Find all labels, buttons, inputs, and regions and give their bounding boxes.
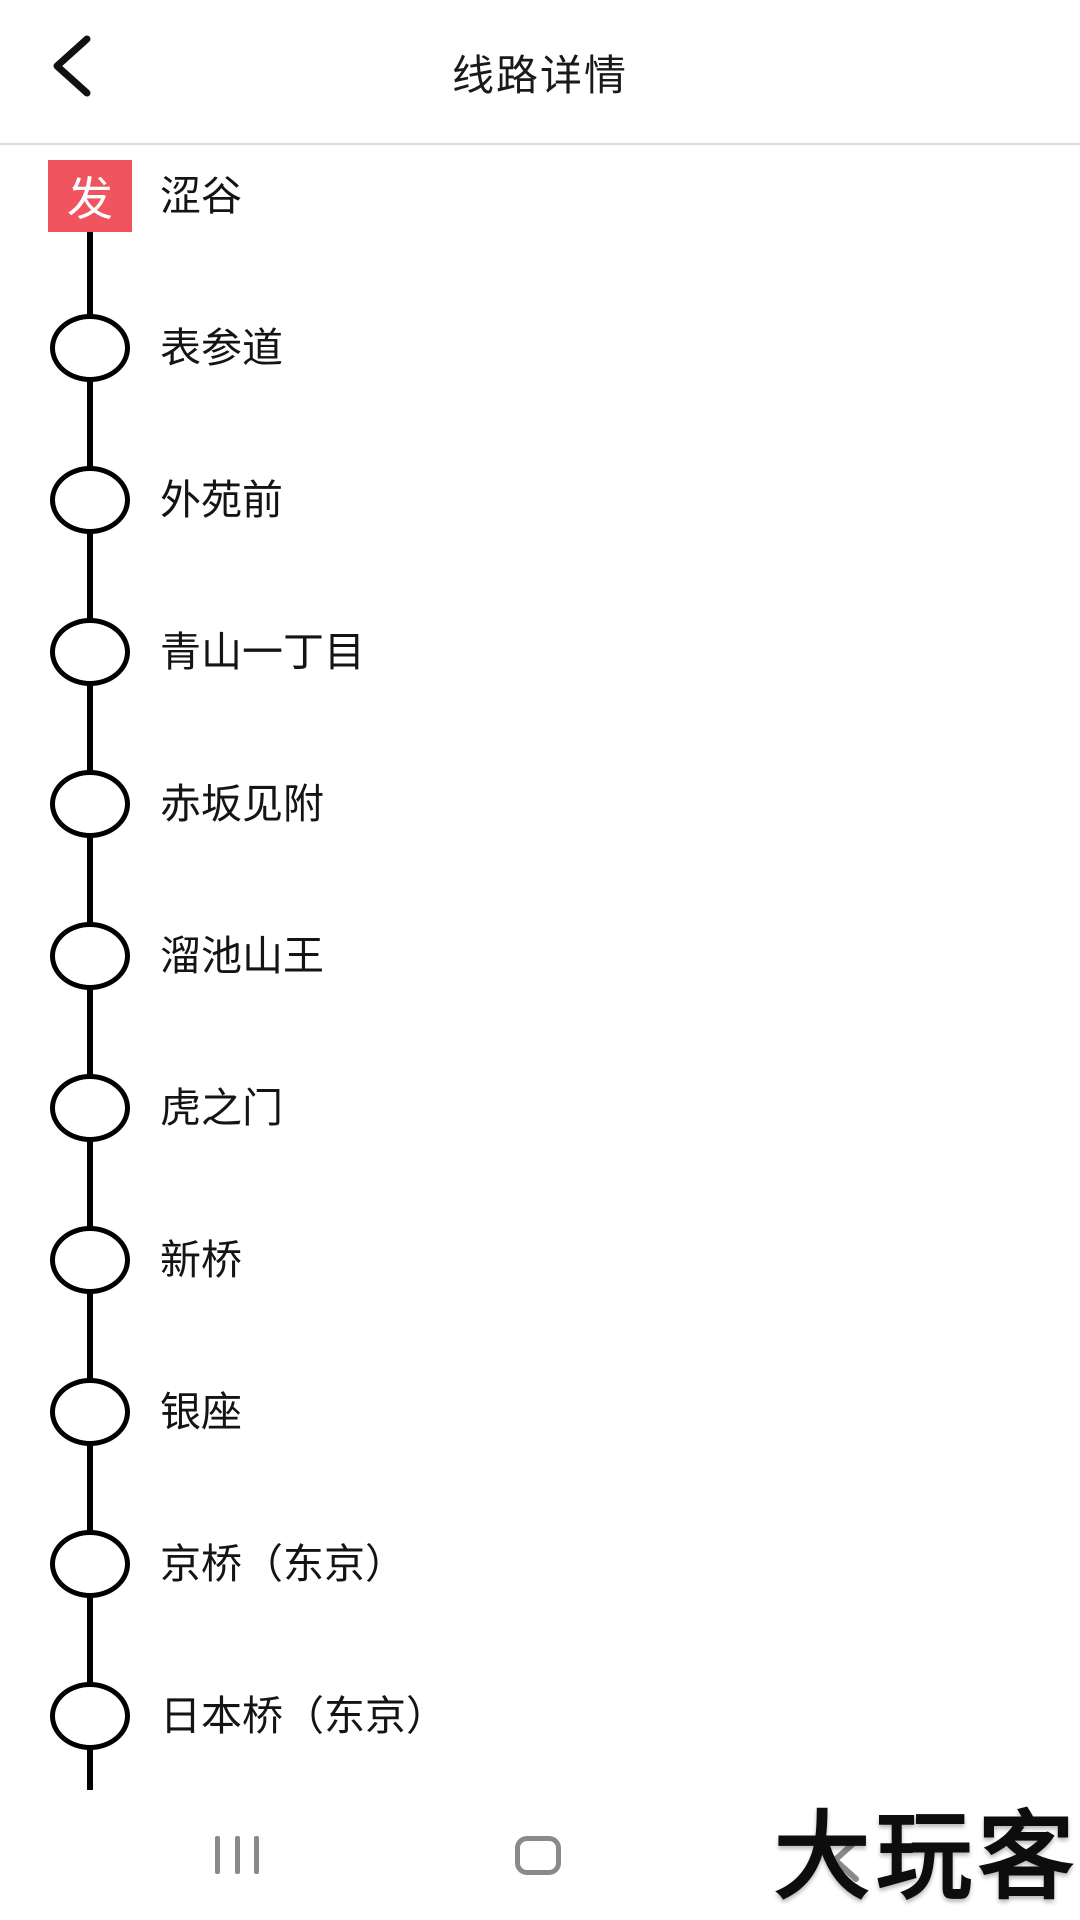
recents-icon	[215, 1836, 220, 1874]
station-name: 虎之门	[160, 1085, 283, 1131]
station-marker	[48, 1072, 132, 1142]
route-timeline: 发 涩谷 表参道 外苑前 青山一丁目 赤坂见附 溜池山王 虎之门 新桥 银座 京…	[0, 145, 1080, 1790]
page-title: 线路详情	[451, 52, 628, 99]
home-button[interactable]	[515, 1836, 561, 1875]
station-row[interactable]: 日本桥（东京）	[0, 1680, 1080, 1790]
station-circle	[50, 1378, 130, 1446]
station-marker	[48, 1680, 132, 1750]
station-row[interactable]: 新桥	[0, 1224, 1080, 1376]
station-marker	[48, 464, 132, 534]
station-name: 赤坂见附	[160, 781, 324, 827]
station-row[interactable]: 外苑前	[0, 464, 1080, 616]
station-circle	[50, 1682, 130, 1750]
station-circle	[50, 1530, 130, 1598]
station-row[interactable]: 发 涩谷	[0, 160, 1080, 312]
station-name: 外苑前	[160, 477, 283, 523]
station-circle	[50, 770, 130, 838]
back-chevron-icon	[828, 1838, 862, 1886]
station-row[interactable]: 赤坂见附	[0, 768, 1080, 920]
station-marker	[48, 312, 132, 382]
station-circle	[50, 314, 130, 382]
station-marker	[48, 1376, 132, 1446]
station-circle	[50, 1074, 130, 1142]
station-name: 溜池山王	[160, 933, 324, 979]
station-name: 日本桥（东京）	[160, 1693, 447, 1739]
station-circle	[50, 618, 130, 686]
station-row[interactable]: 表参道	[0, 312, 1080, 464]
back-button[interactable]	[36, 28, 106, 108]
station-row[interactable]: 虎之门	[0, 1072, 1080, 1224]
station-circle	[50, 1226, 130, 1294]
station-marker	[48, 768, 132, 838]
nav-back-button[interactable]	[828, 1838, 862, 1882]
departure-badge: 发	[48, 160, 132, 232]
station-marker: 发	[48, 160, 132, 232]
station-row[interactable]: 京桥（东京）	[0, 1528, 1080, 1680]
station-marker	[48, 1528, 132, 1598]
station-circle	[50, 466, 130, 534]
station-marker	[48, 920, 132, 990]
station-row[interactable]: 银座	[0, 1376, 1080, 1528]
station-circle	[50, 922, 130, 990]
station-marker	[48, 1224, 132, 1294]
station-name: 表参道	[160, 325, 283, 371]
station-marker	[48, 616, 132, 686]
station-list: 发 涩谷 表参道 外苑前 青山一丁目 赤坂见附 溜池山王 虎之门 新桥 银座 京…	[0, 160, 1080, 1790]
station-row[interactable]: 青山一丁目	[0, 616, 1080, 768]
android-nav-bar	[0, 1790, 1080, 1920]
chevron-left-icon	[49, 35, 93, 102]
recents-button[interactable]	[215, 1836, 259, 1874]
station-name: 青山一丁目	[160, 629, 365, 675]
header: 线路详情	[0, 0, 1080, 145]
station-name: 新桥	[160, 1237, 242, 1283]
station-name: 银座	[160, 1389, 242, 1435]
route-line	[87, 196, 93, 1790]
station-name: 京桥（东京）	[160, 1541, 406, 1587]
station-row[interactable]: 溜池山王	[0, 920, 1080, 1072]
station-name: 涩谷	[160, 173, 242, 219]
